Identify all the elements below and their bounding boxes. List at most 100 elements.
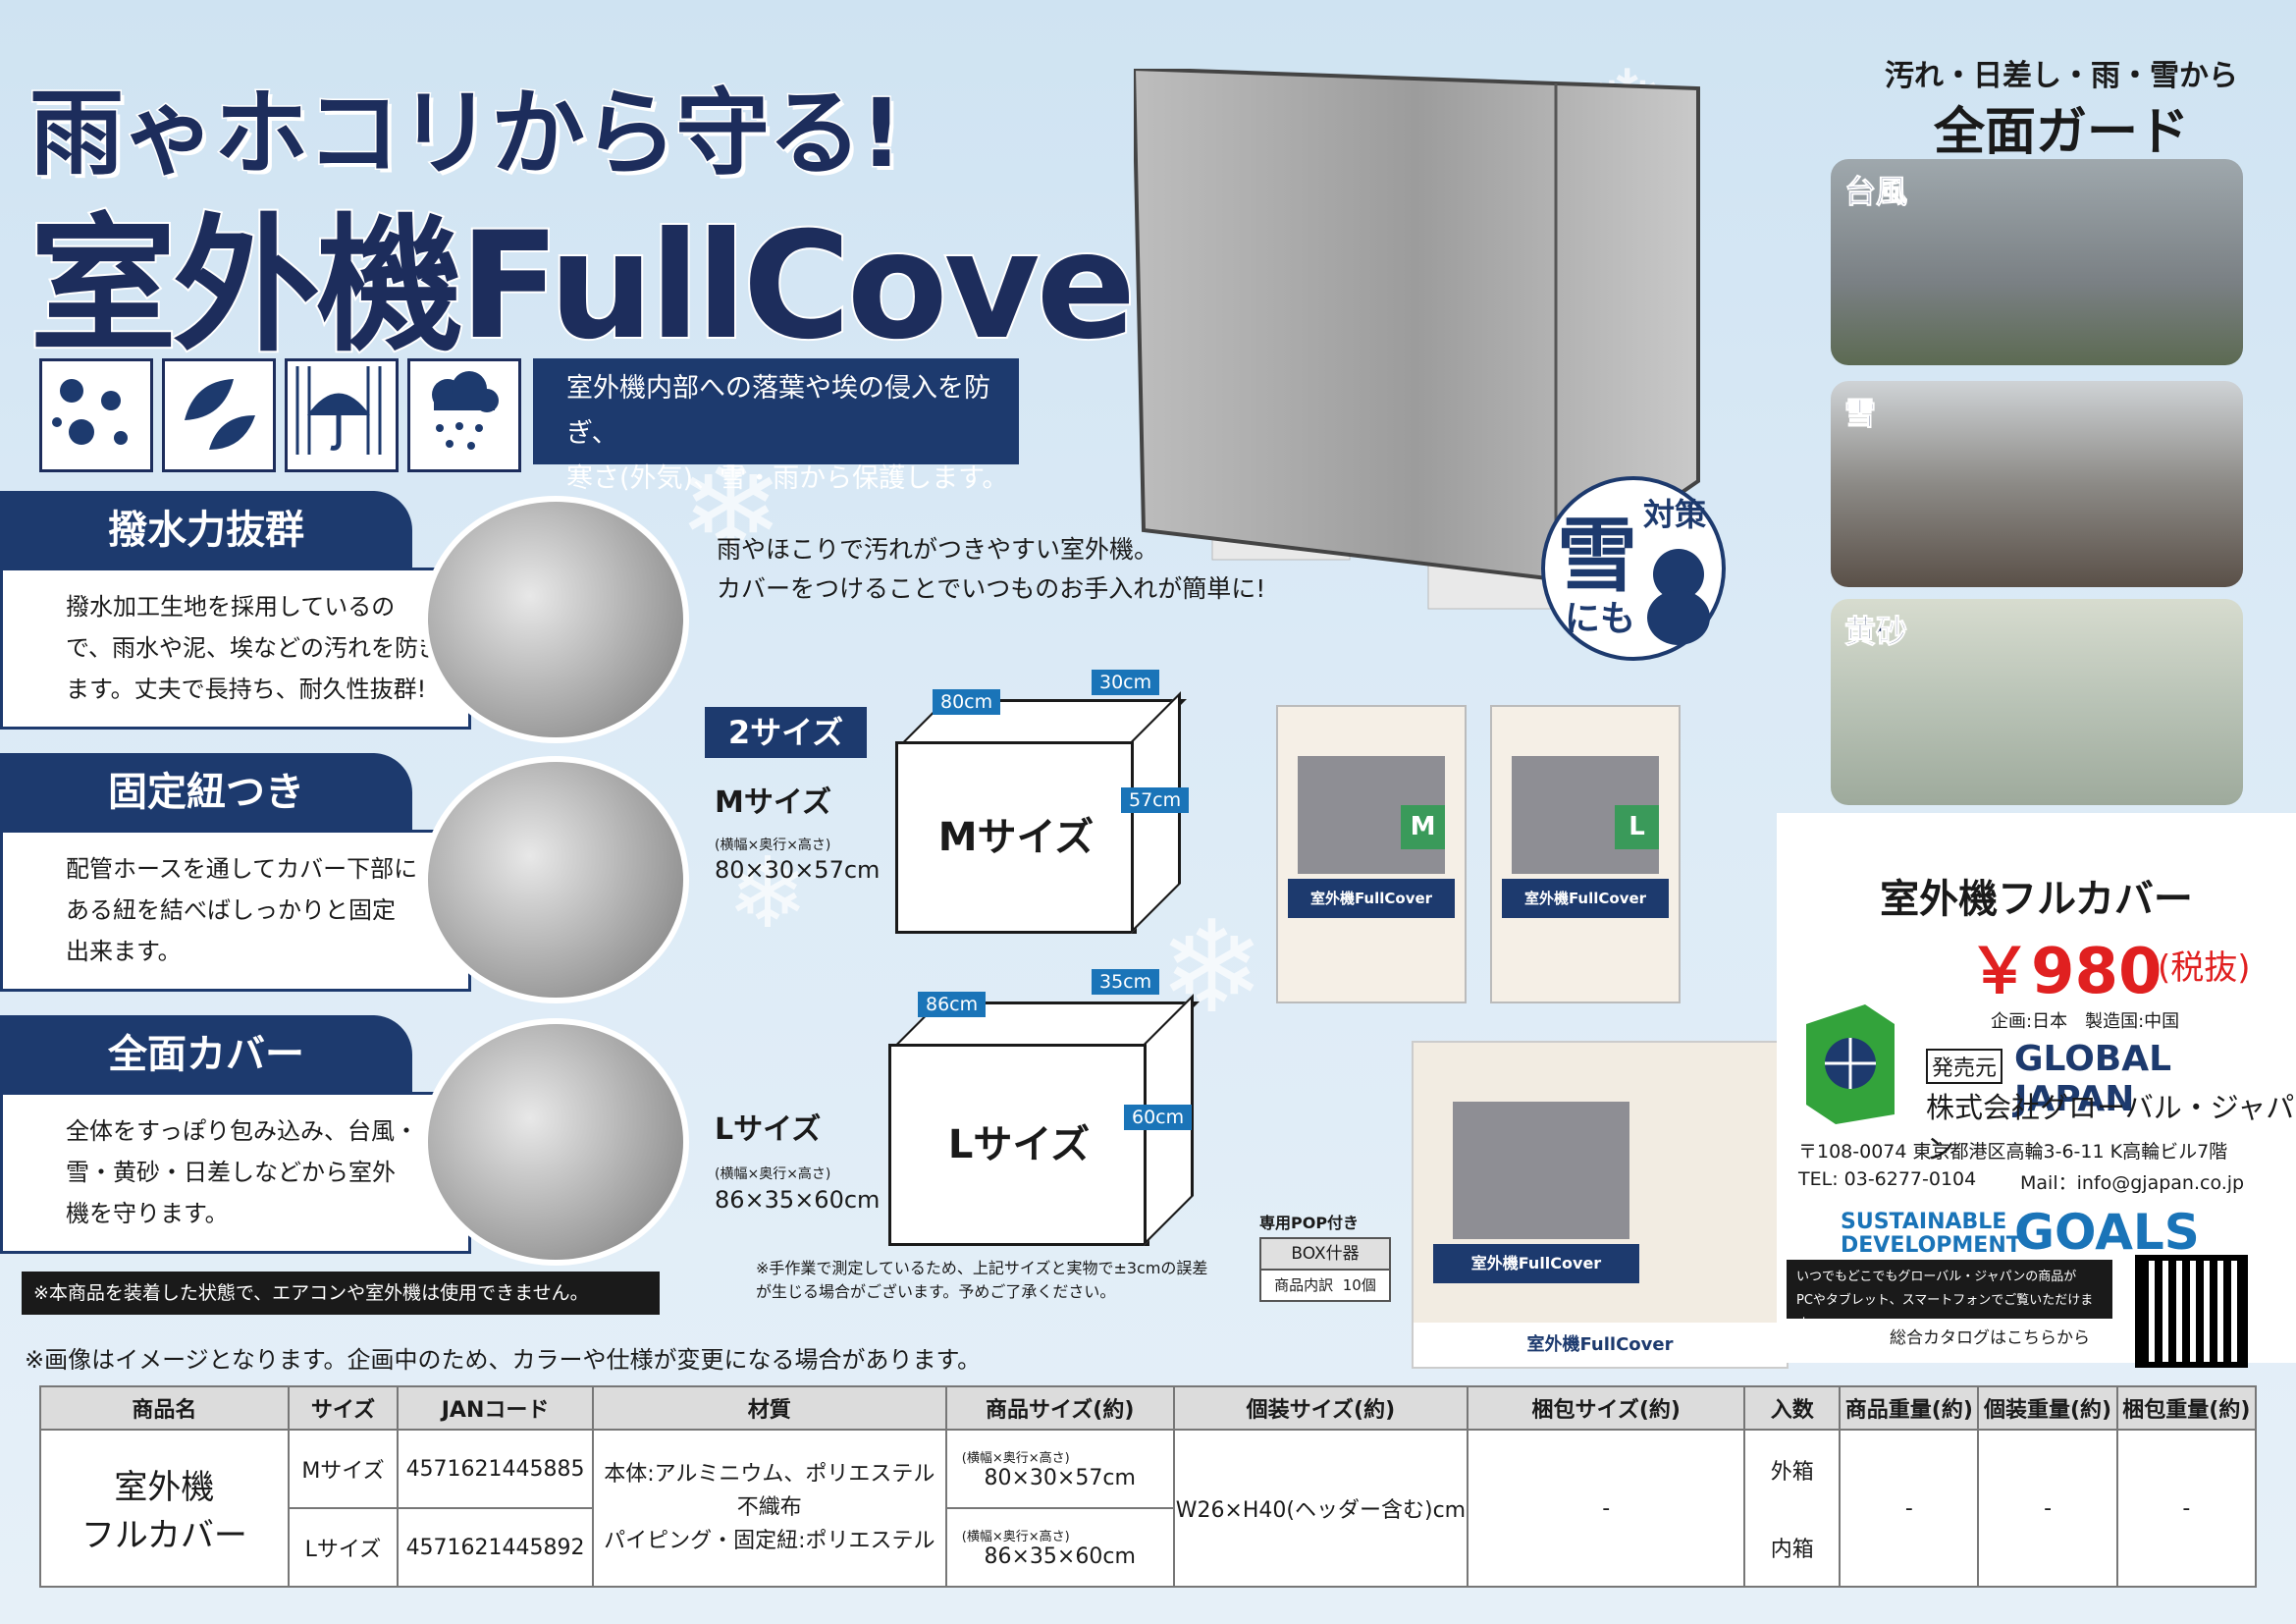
table-header-row: 商品名 サイズ JANコード 材質 商品サイズ(約) 個装サイズ(約) 梱包サイ… <box>39 1385 2258 1431</box>
dim-depth-tag: 30cm <box>1092 670 1160 695</box>
leaves-icon <box>162 358 276 472</box>
material-line: 本体:アルミニウム、ポリエステル不織布 <box>604 1462 935 1520</box>
intro-line: 寒さ(外気)、雪・雨から保護します。 <box>566 463 1009 494</box>
size-box-m: Mサイズ <box>895 741 1137 934</box>
size-sub: (横幅×奥行×高さ) <box>715 1166 831 1182</box>
dust-icon <box>39 358 153 472</box>
full-cover-photo <box>422 1018 689 1266</box>
table-cell-dims: (横幅×奥行×高さ) 80×30×57cm <box>944 1429 1175 1509</box>
company-name: 株式会社グローバル・ジャパン <box>1926 1091 2295 1165</box>
table-cell-weight: - <box>1977 1429 2118 1588</box>
feature-body: 全体をすっぽり包み込み、台風・ 雪・黄砂・日差しなどから室外 機を守ります。 <box>0 1092 471 1254</box>
brand-name: GLOBAL JAPAN <box>2014 1039 2172 1119</box>
spec-table: 商品名 サイズ JANコード 材質 商品サイズ(約) 個装サイズ(約) 梱包サイ… <box>39 1385 2258 1588</box>
company-address: 〒108-0074 東京都港区高輪3-6-11 K高輪ビル7階 <box>1798 1141 2228 1163</box>
table-product-name: 室外機 フルカバー <box>39 1429 290 1588</box>
body-text: 雨やほこりで汚れがつきやすい室外機。 カバーをつけることでいつものお手入れが簡単… <box>717 530 1265 609</box>
feature-line: 配管ホースを通してカバー下部に <box>66 855 418 883</box>
sdgs-line: DEVELOPMENT <box>1841 1233 2021 1258</box>
typhoon-photo: 台風 <box>1831 159 2243 365</box>
dim-height-tag: 60cm <box>1124 1105 1193 1130</box>
pop-contents-value: 10個 <box>1342 1276 1376 1294</box>
dim-height-tag: 57cm <box>1121 787 1190 813</box>
product-panel: 室外機フルカバー ￥980 (税抜) 企画:日本 製造国:中国 発売元 GLOB… <box>1777 813 2296 1368</box>
table-cell-size: Mサイズ <box>287 1429 400 1509</box>
table-cell-dims-value: 86×35×60cm <box>984 1544 1136 1569</box>
qr-code-icon[interactable] <box>2135 1255 2248 1368</box>
guard-subtitle: 汚れ・日差し・雨・雪から <box>1885 59 2238 93</box>
feature-body: 撥水加工生地を採用しているの で、雨水や泥、埃などの汚れを防ぎ ます。丈夫で長持… <box>0 568 471 730</box>
pop-contents: 商品内訳 10個 <box>1259 1269 1391 1302</box>
table-cell-dims-sub: (横幅×奥行×高さ) <box>961 1451 1070 1466</box>
sdgs-text: SUSTAINABLE DEVELOPMENT <box>1841 1211 2021 1258</box>
material-line: パイピング・固定紐:ポリエステル <box>604 1529 935 1553</box>
guard-title: 全面ガード <box>1933 103 2189 162</box>
product-tax: (税抜) <box>2158 948 2251 988</box>
disclaimer-line: が生じる場合がございます。予めご了承ください。 <box>756 1282 1116 1301</box>
product-name: 室外機フルカバー <box>1880 877 2193 922</box>
feature-line: 雪・黄砂・日差しなどから室外 <box>66 1159 396 1186</box>
yellow-sand-photo: 黄砂 <box>1831 599 2243 805</box>
table-cell-weight: - <box>1839 1429 1980 1588</box>
table-cell-size: Lサイズ <box>287 1507 400 1588</box>
size-name-m: Mサイズ <box>715 785 831 820</box>
catalog-note: いつでもどこでもグローバル・ジャパンの商品が PCやタブレット、スマートフォンで… <box>1787 1260 2112 1331</box>
display-box: 室外機FullCover 室外機FullCover <box>1412 1041 1789 1369</box>
photo-label: 黄砂 <box>1843 613 1908 651</box>
size-dims-l: 86×35×60cm <box>715 1186 881 1214</box>
table-header: 入数 <box>1743 1385 1842 1431</box>
snow-badge-small: にも <box>1565 599 1636 639</box>
table-row: Lサイズ 4571621445892 (横幅×奥行×高さ) 86×35×60cm… <box>40 1507 2256 1588</box>
snowman-icon <box>1647 590 1710 645</box>
photo-label: 台風 <box>1843 173 1908 211</box>
sizes-heading: 2サイズ <box>705 707 867 758</box>
feature-line: ある紐を結べばしっかりと固定 <box>66 896 396 924</box>
size-sub: (横幅×奥行×高さ) <box>715 838 831 853</box>
catalog-link[interactable]: 総合カタログはこちらから <box>1890 1328 2090 1348</box>
pop-contents-label: 商品内訳 <box>1274 1276 1334 1294</box>
table-cell-weight: - <box>2115 1429 2258 1588</box>
table-cell-material: 本体:アルミニウム、ポリエステル不織布 パイピング・固定紐:ポリエステル <box>591 1429 947 1588</box>
dim-depth-tag: 35cm <box>1092 969 1160 995</box>
package-m: M 室外機FullCover <box>1276 705 1467 1003</box>
company-mail: Mail：info@gjapan.co.jp <box>2020 1172 2245 1194</box>
pop-label: 専用POP付き <box>1259 1214 1360 1232</box>
display-tray-label: 室外機FullCover <box>1414 1323 1787 1367</box>
feature-title: 全面カバー <box>0 1015 412 1094</box>
feature-line: で、雨水や泥、埃などの汚れを防ぎ <box>66 634 443 662</box>
snow-badge-small: 対策 <box>1643 496 1707 533</box>
global-japan-logo <box>1796 995 1906 1124</box>
table-header: 個装重量(約) <box>1977 1385 2118 1431</box>
table-header: 個装サイズ(約) <box>1172 1385 1469 1431</box>
body-line: 雨やほこりで汚れがつきやすい室外機。 <box>717 535 1159 564</box>
feature-line: 出来ます。 <box>66 938 182 965</box>
table-cell-dims-sub: (横幅×奥行×高さ) <box>961 1530 1070 1544</box>
package-title: 室外機FullCover <box>1288 879 1455 918</box>
intro-line: 室外機内部への落葉や埃の侵入を防ぎ、 <box>566 373 990 449</box>
catalog-line: PCやタブレット、スマートフォンでご覧いただけます。 <box>1796 1293 2094 1331</box>
headline-tagline: 雨ゃホコリから守る! <box>28 78 905 190</box>
table-header: 商品名 <box>39 1385 290 1431</box>
company-tel: TEL: 03-6277-0104 <box>1798 1168 1977 1190</box>
table-cell-package-size: W26×H40(ヘッダー含む)cm <box>1172 1429 1469 1588</box>
headline-product: 室外機FullCover <box>27 199 1206 374</box>
size-name-l: Lサイズ <box>715 1112 822 1147</box>
seller-tag: 発売元 <box>1926 1049 2003 1084</box>
package-size-badge: M <box>1401 805 1445 849</box>
table-cell-qty: 外箱 <box>1743 1429 1842 1508</box>
table-header: JANコード <box>397 1385 594 1431</box>
usage-warning: ※本商品を装着した状態で、エアコンや室外機は使用できません。 <box>22 1272 660 1315</box>
cover-product-image <box>1131 66 1703 619</box>
size-disclaimer: ※手作業で測定しているため、上記サイズと実物で±3cmの誤差 が生じる場合がござ… <box>756 1257 1207 1304</box>
table-cell-jan: 4571621445892 <box>397 1507 594 1588</box>
package-l: L 室外機FullCover <box>1490 705 1681 1003</box>
table-cell-jan: 4571621445885 <box>397 1429 594 1509</box>
feature-title: 固定紐つき <box>0 753 412 832</box>
feature-title: 撥水力抜群 <box>0 491 412 569</box>
table-header: 商品サイズ(約) <box>944 1385 1175 1431</box>
table-header: 商品重量(約) <box>1839 1385 1980 1431</box>
rain-umbrella-icon <box>285 358 399 472</box>
water-drop-photo <box>422 496 689 743</box>
display-cover-image <box>1453 1102 1629 1239</box>
